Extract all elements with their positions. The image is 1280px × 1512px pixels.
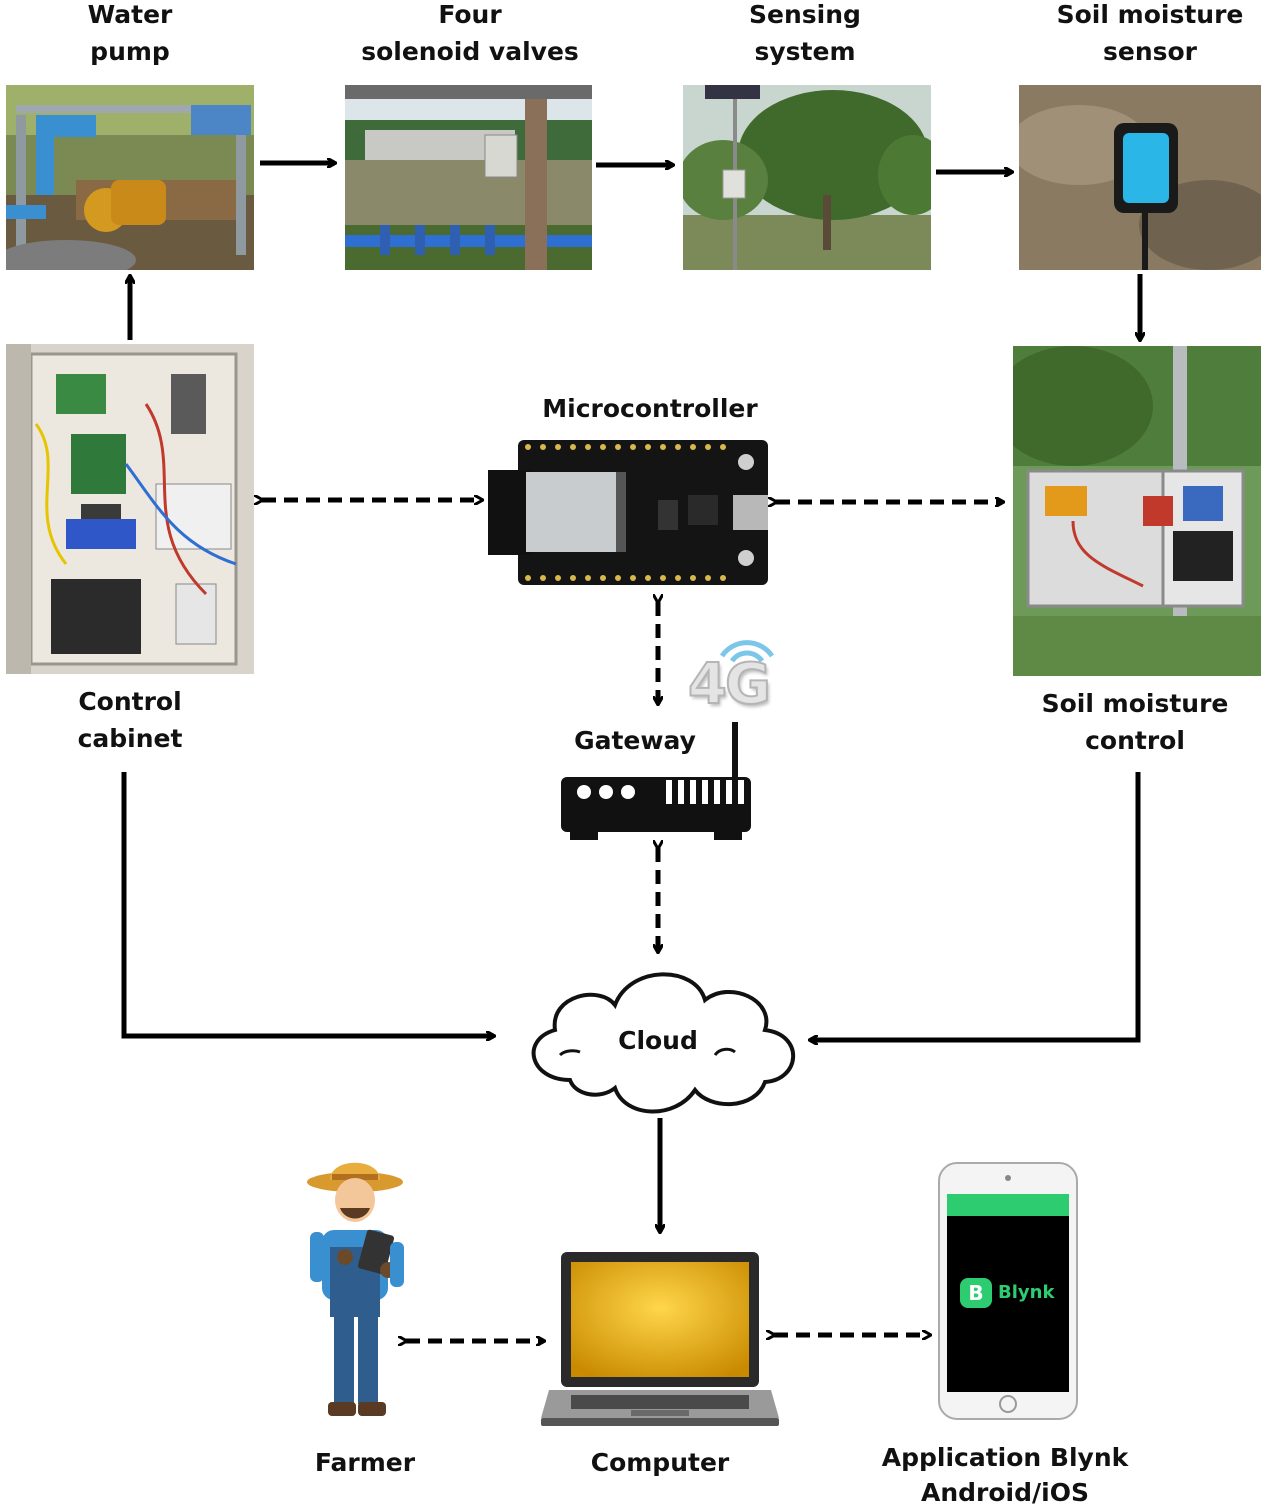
sensing-system-label: Sensing system [749, 0, 861, 66]
soil-moisture-control-photo [1013, 346, 1261, 676]
cloud-icon [515, 960, 805, 1120]
app-label: Application Blynk Android/iOS [881, 1443, 1129, 1507]
arrow-soil-control-cloud [810, 772, 1141, 1040]
control-cabinet-photo [6, 344, 254, 674]
microcontroller-label: Microcontroller [542, 394, 758, 423]
arrow-cabinet-cloud [121, 772, 494, 1036]
soil-moisture-sensor-photo [1019, 85, 1261, 270]
4g-badge: 4G [687, 651, 772, 718]
wifi-signal-icon [712, 628, 782, 668]
solenoid-valves-photo [345, 85, 592, 270]
blynk-logo-text: Blynk [998, 1282, 1055, 1303]
solenoid-valves-label: Four solenoid valves [361, 0, 579, 66]
soil-moisture-sensor-label: Soil moisture sensor [1056, 0, 1244, 66]
soil-moisture-control-label: Soil moisture control [1041, 689, 1229, 755]
control-cabinet-label: Control cabinet [77, 687, 183, 753]
water-pump-label: Water pump [87, 0, 173, 66]
sensing-system-photo [683, 85, 931, 270]
computer-laptop-icon [541, 1250, 779, 1430]
computer-label: Computer [590, 1448, 730, 1477]
cloud-label: Cloud [618, 1026, 698, 1055]
farmer-label: Farmer [314, 1448, 416, 1477]
gateway-label: Gateway [574, 726, 696, 755]
blynk-logo-badge: B [960, 1278, 992, 1308]
gateway-router-icon [558, 722, 753, 842]
water-pump-photo [6, 85, 254, 270]
farmer-illustration [300, 1152, 420, 1424]
microcontroller-board [488, 440, 770, 585]
